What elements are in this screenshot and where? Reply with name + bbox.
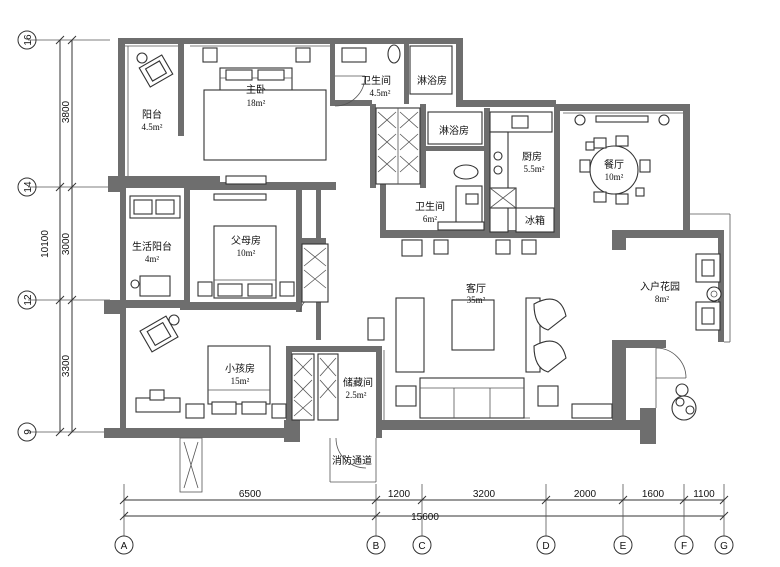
svg-text:C: C (418, 541, 425, 552)
bottom-dimension-chain: 6500 1200 3200 2000 1600 1100 15600 A B … (114, 484, 734, 555)
svg-text:E: E (620, 541, 627, 552)
wardrobe-parents-icon (301, 243, 329, 303)
bottom-dim-total: 15600 (411, 512, 439, 523)
wardrobe-kids-icon (291, 353, 339, 421)
kids-room-furniture-icon (135, 314, 287, 419)
room-name-parents-room: 父母房 (231, 234, 261, 247)
furniture (129, 44, 722, 421)
axis-bubble-E: E (613, 535, 633, 555)
svg-text:9: 9 (23, 429, 34, 435)
utility-balcony-fixtures-icon (129, 195, 181, 297)
room-area-utility-balcony: 4m² (145, 254, 160, 264)
room-area-parents-room: 10m² (237, 248, 256, 258)
bottom-dim-5: 1600 (642, 489, 665, 500)
room-area-bathroom: 6m² (423, 214, 438, 224)
left-dim-total: 10100 (40, 230, 51, 258)
walls (104, 38, 724, 444)
room-area-master-bedroom: 18m² (247, 98, 266, 108)
kitchen-fixtures-icon (489, 111, 555, 255)
interior-lines (125, 45, 731, 493)
room-name-shower-1: 淋浴房 (417, 74, 447, 87)
room-name-master-bedroom: 主卧 (246, 83, 266, 96)
room-area-storage: 2.5m² (346, 390, 367, 400)
master-bath-fixtures-icon (341, 44, 453, 95)
room-area-kitchen: 5.5m² (524, 164, 545, 174)
left-dim-2: 3000 (61, 232, 72, 255)
outdoor-plant-icon (671, 383, 697, 421)
room-name-fire-passage: 消防通道 (332, 454, 372, 467)
svg-text:B: B (373, 541, 380, 552)
master-bed-icon (202, 47, 327, 185)
left-dim-3: 3300 (61, 354, 72, 377)
room-name-balcony: 阳台 (142, 108, 162, 121)
svg-text:16: 16 (23, 34, 34, 46)
svg-text:14: 14 (23, 181, 34, 193)
left-dim-1: 3800 (61, 100, 72, 123)
svg-text:D: D (542, 541, 549, 552)
axis-bubble-12: 12 (17, 290, 37, 310)
bottom-dim-3: 3200 (473, 489, 496, 500)
living-room-furniture-icon (367, 239, 613, 419)
axis-bubble-C: C (412, 535, 432, 555)
room-labels: 主卧 18m² 阳台 4.5m² 卫生间 4.5m² 淋浴房 淋浴房 厨房 5.… (132, 74, 680, 467)
shower-2-icon (427, 111, 483, 145)
axis-bubble-F: F (674, 535, 694, 555)
room-name-kitchen: 厨房 (522, 150, 542, 163)
room-name-master-bath: 卫生间 (361, 74, 391, 87)
room-name-shower-2: 淋浴房 (439, 124, 469, 137)
room-name-dining: 餐厅 (604, 158, 624, 171)
room-area-master-bath: 4.5m² (370, 88, 391, 98)
bottom-dim-2: 1200 (388, 489, 411, 500)
room-area-living-room: 35m² (467, 295, 486, 305)
wardrobe-master-icon (375, 107, 421, 185)
room-name-living-room: 客厅 (466, 282, 486, 295)
room-name-storage: 储藏间 (343, 376, 373, 389)
left-dimension-chain: 3800 3000 3300 10100 16 14 12 9 (17, 30, 110, 442)
svg-text:A: A (121, 541, 128, 552)
svg-text:G: G (720, 541, 728, 552)
dining-table-icon (574, 114, 670, 205)
room-area-kids-room: 15m² (231, 376, 250, 386)
axis-bubble-9: 9 (17, 422, 37, 442)
room-area-balcony: 4.5m² (142, 122, 163, 132)
axis-bubble-G: G (714, 535, 734, 555)
axis-bubble-D: D (536, 535, 556, 555)
bottom-dim-4: 2000 (574, 489, 597, 500)
room-name-utility-balcony: 生活阳台 (132, 240, 172, 253)
room-name-entry-garden: 入户花园 (640, 280, 680, 293)
bottom-dim-1: 6500 (239, 489, 262, 500)
room-name-fridge: 冰箱 (525, 214, 545, 227)
bathroom-fixtures-icon (403, 164, 485, 255)
entry-garden-furniture-icon (695, 253, 722, 331)
room-name-kids-room: 小孩房 (225, 362, 255, 375)
axis-bubble-A: A (114, 535, 134, 555)
axis-bubble-14: 14 (17, 177, 37, 197)
room-area-dining: 10m² (605, 172, 624, 182)
bottom-dim-6: 1100 (693, 489, 715, 500)
balcony-armchair-icon (136, 52, 174, 88)
svg-text:F: F (681, 541, 687, 552)
axis-bubble-B: B (366, 535, 386, 555)
svg-text:12: 12 (23, 294, 34, 306)
parents-bed-icon (197, 193, 295, 299)
axis-bubble-16: 16 (17, 30, 37, 50)
room-area-entry-garden: 8m² (655, 294, 670, 304)
room-name-bathroom: 卫生间 (415, 200, 445, 213)
